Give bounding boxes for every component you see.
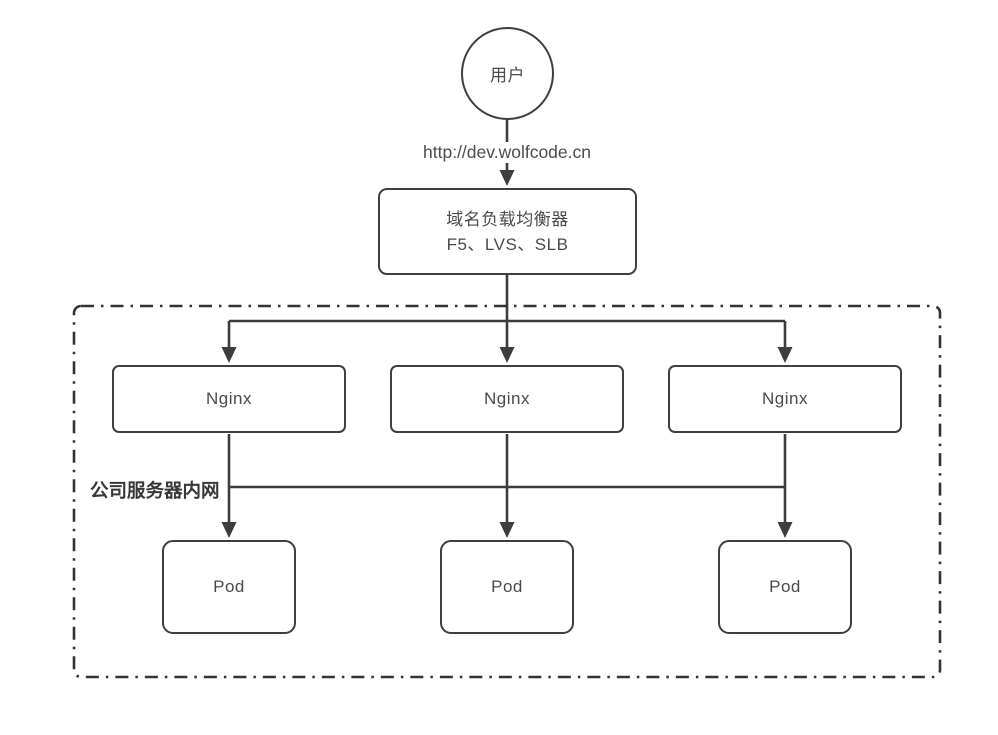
pod-node-1: Pod — [162, 540, 296, 634]
load-balancer-node: 域名负载均衡器 F5、LVS、SLB — [378, 188, 637, 275]
nginx-node-label: Nginx — [762, 389, 808, 408]
user-node: 用户 — [461, 27, 554, 120]
intranet-boundary — [72, 304, 942, 679]
request-url-label: http://dev.wolfcode.cn — [418, 142, 596, 163]
connector-lb-to-nginx-branch — [221, 275, 793, 363]
arrowhead-icon — [499, 170, 515, 186]
pod-node-label: Pod — [769, 577, 801, 596]
nginx-node-label: Nginx — [484, 389, 530, 408]
arrowhead-icon — [777, 522, 793, 538]
arrowhead-icon — [499, 522, 515, 538]
arrowhead-icon — [499, 347, 515, 363]
nginx-node-3: Nginx — [668, 365, 902, 433]
load-balancer-subtitle: F5、LVS、SLB — [446, 234, 569, 254]
arrowhead-icon — [221, 522, 237, 538]
arrowhead-icon — [221, 347, 237, 363]
pod-node-2: Pod — [440, 540, 574, 634]
nginx-node-2: Nginx — [390, 365, 624, 433]
connector-nginx-to-pods — [221, 434, 793, 538]
intranet-label: 公司服务器内网 — [88, 477, 222, 503]
pod-node-label: Pod — [213, 577, 245, 596]
pod-node-3: Pod — [718, 540, 852, 634]
pod-node-label: Pod — [491, 577, 523, 596]
arrowhead-icon — [777, 347, 793, 363]
user-node-label: 用户 — [490, 66, 525, 85]
nginx-node-label: Nginx — [206, 389, 252, 408]
load-balancer-title: 域名负载均衡器 — [446, 209, 569, 229]
nginx-node-1: Nginx — [112, 365, 346, 433]
